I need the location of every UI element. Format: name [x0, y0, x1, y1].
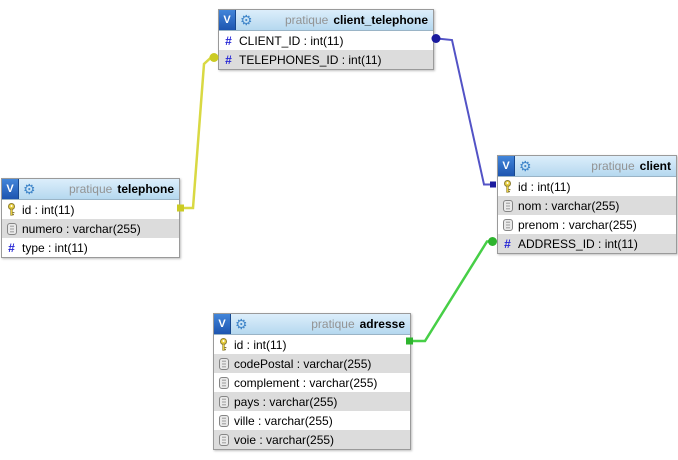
table-card-telephone[interactable]: V ⚙ pratique telephone id : int(11) numer…: [1, 178, 180, 258]
table-options-gear-icon[interactable]: ⚙: [240, 12, 253, 28]
primary-key-icon: [5, 203, 18, 216]
field-row-CLIENT_ID[interactable]: # CLIENT_ID : int(11): [219, 31, 433, 50]
numeric-field-icon: #: [225, 52, 232, 67]
field-row-pays[interactable]: pays : varchar(255): [214, 392, 410, 411]
field-label: TELEPHONES_ID : int(11): [239, 52, 382, 67]
table-name: adresse: [359, 317, 405, 331]
field-label: id : int(11): [234, 337, 287, 352]
varchar-field-icon: [217, 433, 230, 446]
field-label: type : int(11): [22, 240, 88, 255]
table-name: telephone: [117, 182, 174, 196]
table-title: pratique client: [591, 159, 671, 173]
varchar-field-icon: [5, 222, 18, 235]
table-card-client[interactable]: V ⚙ pratique client id : int(11) nom : va…: [497, 155, 677, 254]
field-label: pays : varchar(255): [234, 394, 338, 409]
schema-name: pratique: [68, 182, 113, 196]
varchar-field-icon: [217, 357, 230, 370]
table-header[interactable]: V ⚙ pratique client_telephone: [219, 10, 433, 31]
field-label: complement : varchar(255): [234, 375, 378, 390]
table-options-gear-icon[interactable]: ⚙: [23, 181, 36, 197]
table-title: pratique client_telephone: [285, 13, 428, 27]
field-label: codePostal : varchar(255): [234, 356, 372, 371]
toggle-small-big-button[interactable]: V: [498, 156, 515, 176]
field-row-numero[interactable]: numero : varchar(255): [2, 219, 179, 238]
toggle-small-big-button[interactable]: V: [214, 314, 231, 334]
schema-name: pratique: [311, 317, 355, 331]
field-label: nom : varchar(255): [518, 198, 620, 213]
schema-name: pratique: [591, 159, 635, 173]
field-row-voie[interactable]: voie : varchar(255): [214, 430, 410, 449]
toggle-small-big-button[interactable]: V: [219, 10, 236, 30]
numeric-field-icon: #: [8, 240, 15, 255]
varchar-field-icon: [217, 395, 230, 408]
field-label: voie : varchar(255): [234, 432, 335, 447]
table-header[interactable]: V ⚙ pratique adresse: [214, 314, 410, 335]
field-label: ADDRESS_ID : int(11): [518, 236, 638, 251]
table-name: client_telephone: [333, 13, 428, 27]
relation-line-adresse-to-client[interactable]: [406, 237, 497, 345]
relation-target-circle-marker: [488, 237, 497, 246]
primary-key-icon: [217, 338, 230, 351]
field-label: id : int(11): [518, 179, 571, 194]
field-label: CLIENT_ID : int(11): [239, 33, 344, 48]
varchar-field-icon: [501, 218, 514, 231]
field-row-ADDRESS_ID[interactable]: # ADDRESS_ID : int(11): [498, 234, 676, 253]
field-row-codePostal[interactable]: codePostal : varchar(255): [214, 354, 410, 373]
field-label: numero : varchar(255): [22, 221, 141, 236]
field-row-id[interactable]: id : int(11): [214, 335, 410, 354]
numeric-field-icon: #: [504, 236, 511, 251]
numeric-field-icon: #: [225, 33, 232, 48]
varchar-field-icon: [217, 376, 230, 389]
field-row-id[interactable]: id : int(11): [498, 177, 676, 196]
primary-key-icon: [501, 180, 514, 193]
relation-line-telephone-to-client_telephone[interactable]: [177, 53, 219, 212]
table-header[interactable]: V ⚙ pratique telephone: [2, 179, 179, 200]
field-row-type[interactable]: # type : int(11): [2, 238, 179, 257]
varchar-field-icon: [501, 199, 514, 212]
table-header[interactable]: V ⚙ pratique client: [498, 156, 676, 177]
field-row-complement[interactable]: complement : varchar(255): [214, 373, 410, 392]
relation-line-client-to-client_telephone[interactable]: [431, 34, 497, 188]
table-name: client: [639, 159, 671, 173]
field-row-TELEPHONES_ID[interactable]: # TELEPHONES_ID : int(11): [219, 50, 433, 69]
table-options-gear-icon[interactable]: ⚙: [235, 316, 248, 332]
table-options-gear-icon[interactable]: ⚙: [519, 158, 532, 174]
table-card-client_telephone[interactable]: V ⚙ pratique client_telephone # CLIENT_ID…: [218, 9, 434, 70]
field-label: prenom : varchar(255): [518, 217, 637, 232]
relation-source-square-marker: [490, 181, 496, 188]
schema-name: pratique: [284, 13, 329, 27]
field-row-id[interactable]: id : int(11): [2, 200, 179, 219]
field-row-prenom[interactable]: prenom : varchar(255): [498, 215, 676, 234]
field-label: ville : varchar(255): [234, 413, 333, 428]
field-row-nom[interactable]: nom : varchar(255): [498, 196, 676, 215]
toggle-small-big-button[interactable]: V: [2, 179, 19, 199]
table-title: pratique telephone: [69, 182, 174, 196]
table-card-adresse[interactable]: V ⚙ pratique adresse id : int(11) codePos…: [213, 313, 411, 450]
field-row-ville[interactable]: ville : varchar(255): [214, 411, 410, 430]
varchar-field-icon: [217, 414, 230, 427]
table-title: pratique adresse: [311, 317, 405, 331]
field-label: id : int(11): [22, 202, 75, 217]
